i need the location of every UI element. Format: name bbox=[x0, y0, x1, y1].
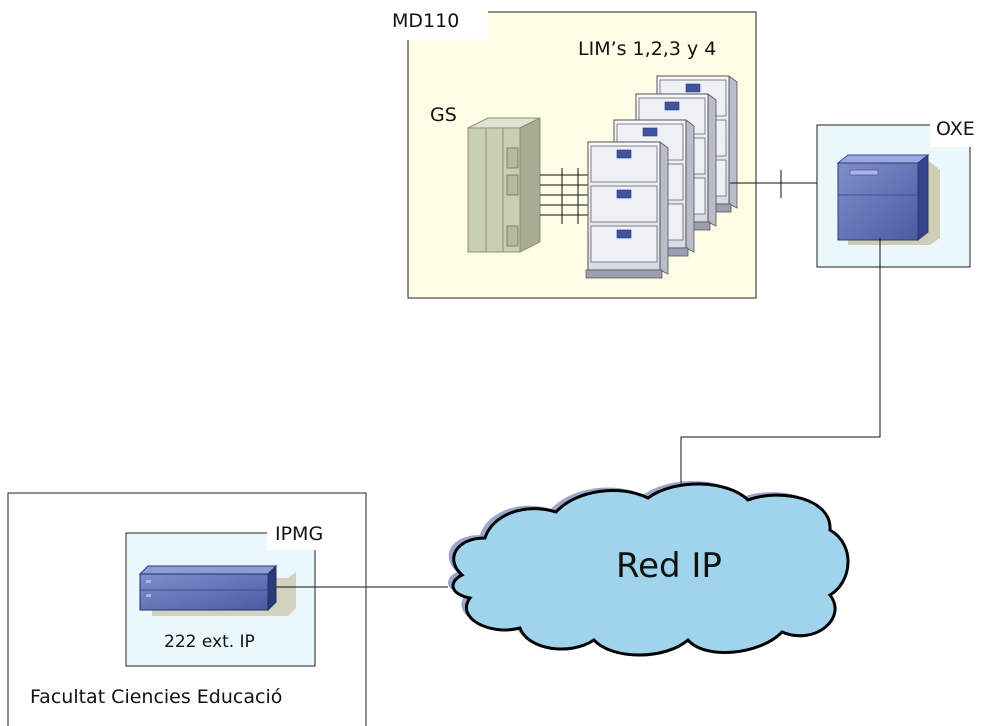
gs-cabinet bbox=[467, 117, 541, 253]
md110-title: MD110 bbox=[392, 10, 460, 32]
oxe-server bbox=[836, 153, 940, 245]
ipmg-label: IPMG bbox=[275, 523, 324, 545]
gs-lim-connectors bbox=[540, 168, 592, 224]
red-ip-cloud bbox=[447, 480, 850, 657]
lim-stack bbox=[585, 75, 738, 279]
oxe-redip-link bbox=[680, 238, 881, 488]
lims-label: LIM’s 1,2,3 y 4 bbox=[578, 38, 717, 60]
md110-title-bg bbox=[384, 4, 488, 40]
ipmg-extensions: 222 ext. IP bbox=[164, 632, 255, 652]
faculty-name: Facultat Ciencies Educació bbox=[30, 686, 283, 708]
lim-unit bbox=[585, 141, 669, 279]
oxe-label: OXE bbox=[936, 118, 975, 140]
ipmg-server bbox=[138, 564, 296, 616]
red-ip-label: Red IP bbox=[616, 546, 722, 586]
oxe-title-bg bbox=[930, 113, 986, 147]
gs-label: GS bbox=[430, 104, 457, 126]
ipmg-title-bg bbox=[267, 518, 345, 550]
